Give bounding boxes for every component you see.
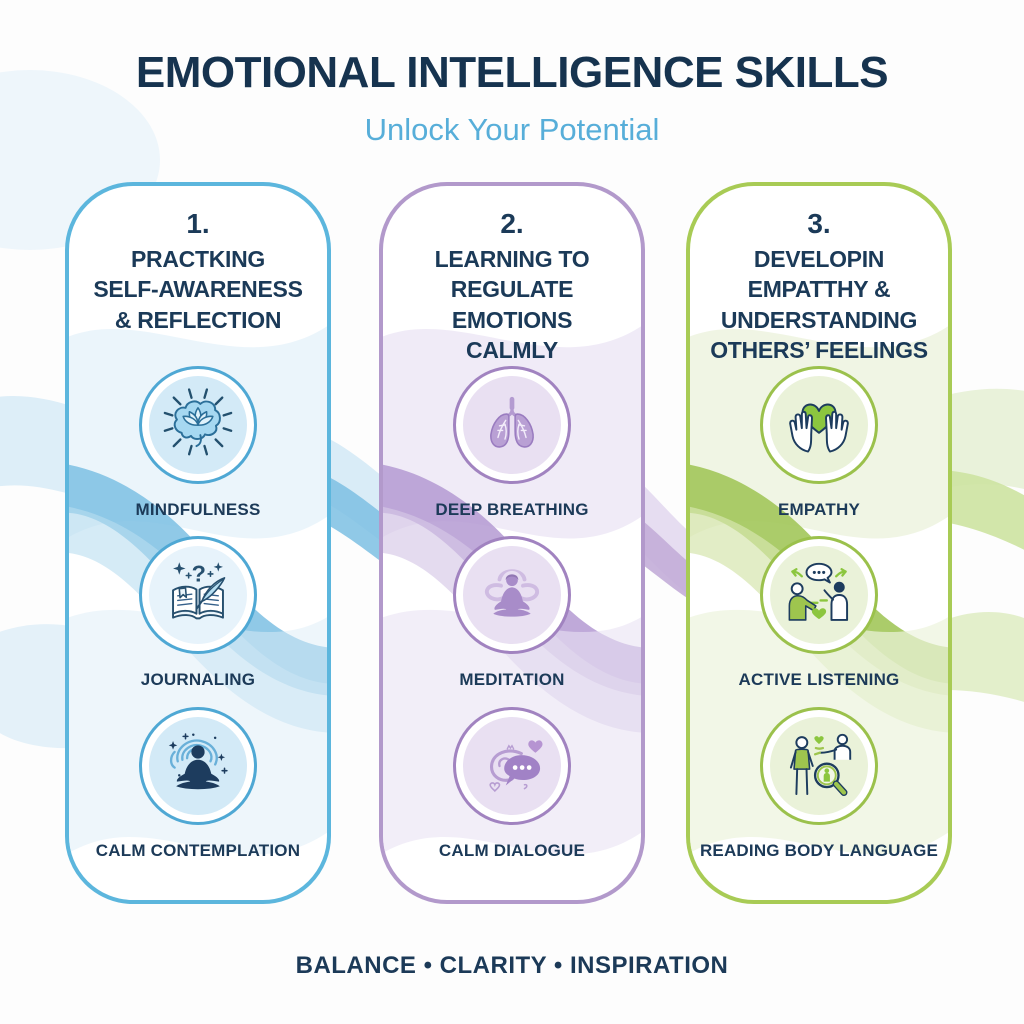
item-reading-body-language: READING BODY LANGUAGE (690, 707, 948, 861)
conversation-icon (788, 562, 849, 621)
calm-contemplation-icon-circle (139, 707, 257, 825)
item-label: ACTIVE LISTENING (738, 670, 900, 689)
item-journaling: ? JOURNALING (69, 536, 327, 690)
lungs-icon (490, 396, 534, 448)
card3-header: 3. DEVELOPIN EMPATTHY & UNDERSTANDING OT… (700, 208, 938, 365)
body-language-magnifier-icon (789, 733, 852, 797)
meditating-silhouette-icon (168, 733, 228, 790)
meditation-icon-circle (453, 536, 571, 654)
card2-title-line: REGULATE (450, 276, 574, 303)
card2-title-line: EMOTIONS (451, 306, 573, 333)
card1-number: 1. (186, 208, 210, 239)
active-listening-icon-circle (760, 536, 878, 654)
page-subtitle: Unlock Your Potential (364, 112, 660, 147)
card1-title-line: SELF-AWARENESS (93, 276, 303, 303)
card-self-awareness: 1. PRACTKING SELF-AWARENESS & REFLECTION (65, 182, 331, 904)
card3-title-line: OTHERS’ FEELINGS (710, 337, 928, 364)
card1-title-line: PRACTKING (130, 246, 266, 272)
card2-title-line: CALMLY (466, 337, 558, 364)
item-label: JOURNALING (140, 670, 256, 689)
card-empathy: 3. DEVELOPIN EMPATTHY & UNDERSTANDING OT… (686, 182, 952, 904)
item-empathy: EMPATHY (690, 366, 948, 520)
card-regulate-emotions: 2. LEARNING TO REGULATE EMOTIONS CALMLY (379, 182, 645, 904)
item-active-listening: ACTIVE LISTENING (690, 536, 948, 690)
chat-bubble-hearts-icon (489, 740, 543, 793)
item-calm-contemplation: CALM CONTEMPLATION (69, 707, 327, 861)
brain-lotus-icon (163, 388, 233, 456)
card2-title-line: LEARNING TO (434, 246, 590, 272)
journal-quill-icon: ? (172, 561, 226, 620)
page-title: EMOTIONAL INTELLIGENCE SKILLS (135, 48, 889, 97)
card1-title-line: & REFLECTION (114, 306, 282, 333)
item-label: DEEP BREATHING (435, 500, 589, 519)
calm-dialogue-icon-circle (453, 707, 571, 825)
item-label: CALM DIALOGUE (438, 841, 586, 860)
mindfulness-icon-circle (139, 366, 257, 484)
card2-title: LEARNING TO REGULATE EMOTIONS CALMLY (393, 244, 631, 365)
header: EMOTIONAL INTELLIGENCE SKILLS Unlock You… (0, 48, 1024, 148)
card2-header: 2. LEARNING TO REGULATE EMOTIONS CALMLY (393, 208, 631, 365)
card3-title: DEVELOPIN EMPATTHY & UNDERSTANDING OTHER… (700, 244, 938, 365)
empathy-icon-circle (760, 366, 878, 484)
item-label: READING BODY LANGUAGE (699, 841, 939, 860)
item-label: MINDFULNESS (135, 500, 261, 519)
item-label: CALM CONTEMPLATION (95, 841, 301, 860)
hands-holding-heart-icon (789, 403, 849, 453)
item-deep-breathing: DEEP BREATHING (383, 366, 641, 520)
card3-title-line: DEVELOPIN (753, 246, 885, 272)
card3-title-line: EMPATTHY & (747, 276, 891, 303)
card1-title: PRACTKING SELF-AWARENESS & REFLECTION (79, 244, 317, 335)
journaling-icon-circle: ? (139, 536, 257, 654)
card3-title-line: UNDERSTANDING (720, 306, 918, 333)
footer-tagline: BALANCE • CLARITY • INSPIRATION (295, 952, 729, 979)
reading-body-language-icon-circle (760, 707, 878, 825)
item-label: EMPATHY (778, 500, 860, 519)
deep-breathing-icon-circle (453, 366, 571, 484)
card1-header: 1. PRACTKING SELF-AWARENESS & REFLECTION (79, 208, 317, 335)
item-label: MEDITATION (459, 670, 565, 689)
meditation-figure-icon (484, 569, 540, 617)
item-meditation: MEDITATION (383, 536, 641, 690)
item-calm-dialogue: CALM DIALOGUE (383, 707, 641, 861)
item-mindfulness: MINDFULNESS (69, 366, 327, 520)
svg-text:?: ? (192, 561, 206, 587)
card2-number: 2. (500, 208, 524, 239)
card3-number: 3. (807, 208, 831, 239)
